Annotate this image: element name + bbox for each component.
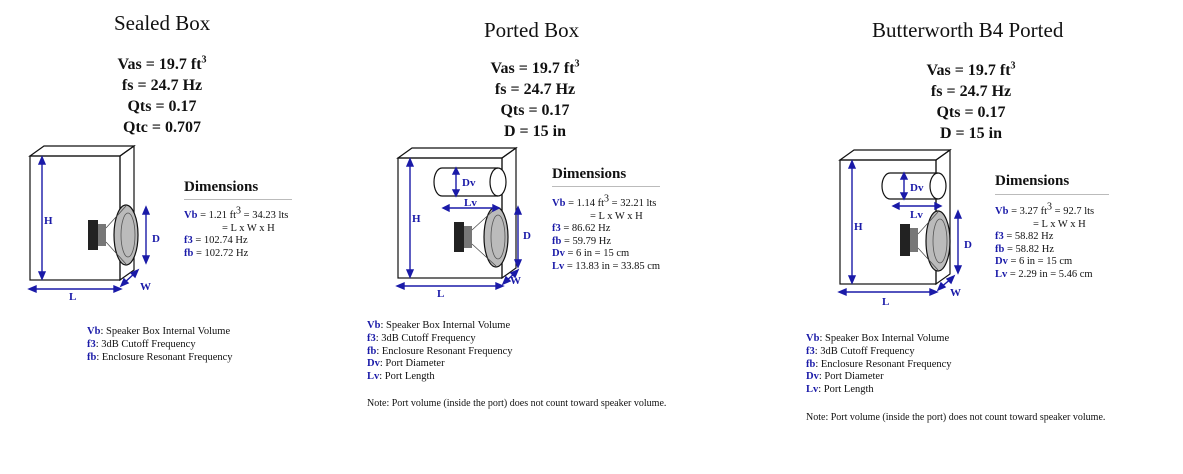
port-diameter-label: Dv	[910, 182, 924, 194]
divider	[552, 186, 660, 187]
fs-value: fs = 24.7 Hz	[930, 83, 1012, 100]
butterworth-box-diagram: H D L W Dv Lv	[837, 148, 972, 308]
qtc-value: Qtc = 0.707	[123, 119, 201, 136]
legend: Vb: Speaker Box Internal Volume f3: 3dB …	[367, 320, 513, 384]
length-label: L	[882, 296, 889, 308]
port-volume-note: Note: Port volume (inside the port) does…	[806, 412, 1106, 423]
parameters: Vas = 19.7 ft3 fs = 24.7 Hz Qts = 0.17 D…	[908, 60, 1034, 144]
fb-row: fb = 102.72 Hz	[184, 247, 249, 259]
lv-row: Lv = 13.83 in = 33.85 cm	[552, 260, 661, 272]
divider	[184, 199, 292, 200]
vas-value: Vas = 19.7 ft3	[490, 58, 580, 77]
sealed-box-diagram: H D L W	[27, 144, 160, 303]
qts-value: Qts = 0.17	[127, 98, 197, 115]
box-top-face	[396, 147, 518, 159]
fs-value: fs = 24.7 Hz	[121, 77, 203, 94]
port-volume-note: Note: Port volume (inside the port) does…	[367, 398, 667, 409]
legend-item: Vb: Speaker Box Internal Volume	[87, 326, 231, 337]
depth-label: D	[523, 230, 531, 242]
lv-row: Lv = 2.29 in = 5.46 cm	[995, 268, 1093, 280]
width-label: W	[950, 287, 961, 299]
dimension-values: Vb = 1.14 ft3 = 32.21 lts = L x W x H f3…	[552, 193, 661, 273]
dimensions-heading: Dimensions	[184, 179, 259, 195]
port-tube-icon	[881, 172, 947, 200]
legend-item: f3: 3dB Cutoff Frequency	[367, 332, 476, 344]
legend-item: f3: 3dB Cutoff Frequency	[806, 345, 915, 357]
formula-row: = L x W x H	[590, 210, 643, 222]
width-label: W	[140, 281, 151, 293]
fb-row: fb = 58.82 Hz	[995, 243, 1055, 255]
length-label: L	[69, 291, 76, 303]
legend-item: Vb: Speaker Box Internal Volume	[367, 320, 511, 331]
vb-row: Vb = 1.14 ft3 = 32.21 lts	[552, 193, 657, 209]
height-label: H	[44, 215, 53, 227]
box-top-face	[28, 145, 136, 157]
parameters: Vas = 19.7 ft3 fs = 24.7 Hz Qts = 0.17 Q…	[96, 54, 228, 138]
legend-item: fb: Enclosure Resonant Frequency	[806, 358, 952, 370]
dimensions-heading: Dimensions	[995, 173, 1070, 189]
legend-item: f3: 3dB Cutoff Frequency	[87, 338, 196, 350]
legend-item: Vb: Speaker Box Internal Volume	[806, 333, 950, 344]
legend: Vb: Speaker Box Internal Volume f3: 3dB …	[806, 333, 952, 397]
legend-item: Dv: Port Diameter	[367, 358, 445, 370]
port-tube-icon	[433, 167, 507, 197]
legend-item: Lv: Port Length	[367, 371, 435, 383]
dv-row: Dv = 6 in = 15 cm	[552, 248, 630, 259]
f3-row: f3 = 102.74 Hz	[184, 235, 248, 246]
vb-row: Vb = 3.27 ft3 = 92.7 lts	[995, 201, 1095, 217]
legend: Vb: Speaker Box Internal Volume f3: 3dB …	[87, 326, 233, 364]
dv-row: Dv = 6 in = 15 cm	[995, 256, 1073, 267]
dimension-values: Vb = 1.21 ft3 = 34.23 lts = L x W x H f3…	[184, 205, 289, 260]
legend-item: fb: Enclosure Resonant Frequency	[87, 351, 233, 363]
fb-row: fb = 59.79 Hz	[552, 235, 612, 247]
height-label: H	[412, 213, 421, 225]
f3-row: f3 = 58.82 Hz	[995, 231, 1054, 242]
legend-item: Lv: Port Length	[806, 384, 874, 396]
vas-value: Vas = 19.7 ft3	[926, 60, 1016, 79]
panel-title: Sealed Box	[114, 11, 211, 35]
formula-row: = L x W x H	[222, 222, 275, 234]
f3-row: f3 = 86.62 Hz	[552, 223, 611, 234]
legend-item: Dv: Port Diameter	[806, 371, 884, 383]
speaker-driver-icon	[900, 210, 951, 272]
panel-title: Ported Box	[484, 18, 580, 42]
fs-value: fs = 24.7 Hz	[494, 81, 576, 98]
ported-box-diagram: H D L W Dv Lv	[395, 146, 531, 300]
box-top-face	[838, 149, 952, 161]
speaker-driver-icon	[88, 204, 139, 266]
dimension-values: Vb = 3.27 ft3 = 92.7 lts = L x W x H f3 …	[995, 201, 1095, 281]
parameters: Vas = 19.7 ft3 fs = 24.7 Hz Qts = 0.17 D…	[472, 58, 598, 142]
vas-value: Vas = 19.7 ft3	[117, 54, 207, 73]
port-diameter-value: D = 15 in	[503, 123, 566, 140]
port-length-label: Lv	[464, 197, 477, 209]
depth-label: D	[152, 233, 160, 245]
width-label: W	[510, 275, 521, 287]
divider	[995, 194, 1109, 195]
port-length-label: Lv	[910, 209, 923, 221]
port-diameter-value: D = 15 in	[939, 125, 1002, 142]
dimensions-heading: Dimensions	[552, 166, 627, 182]
speaker-driver-icon	[454, 206, 509, 268]
length-label: L	[437, 288, 444, 300]
legend-item: fb: Enclosure Resonant Frequency	[367, 345, 513, 357]
qts-value: Qts = 0.17	[936, 104, 1006, 121]
depth-label: D	[964, 239, 972, 251]
vb-row: Vb = 1.21 ft3 = 34.23 lts	[184, 205, 289, 221]
qts-value: Qts = 0.17	[500, 102, 570, 119]
formula-row: = L x W x H	[1033, 218, 1086, 230]
height-label: H	[854, 221, 863, 233]
panel-title: Butterworth B4 Ported	[872, 18, 1064, 42]
port-diameter-label: Dv	[462, 177, 476, 189]
